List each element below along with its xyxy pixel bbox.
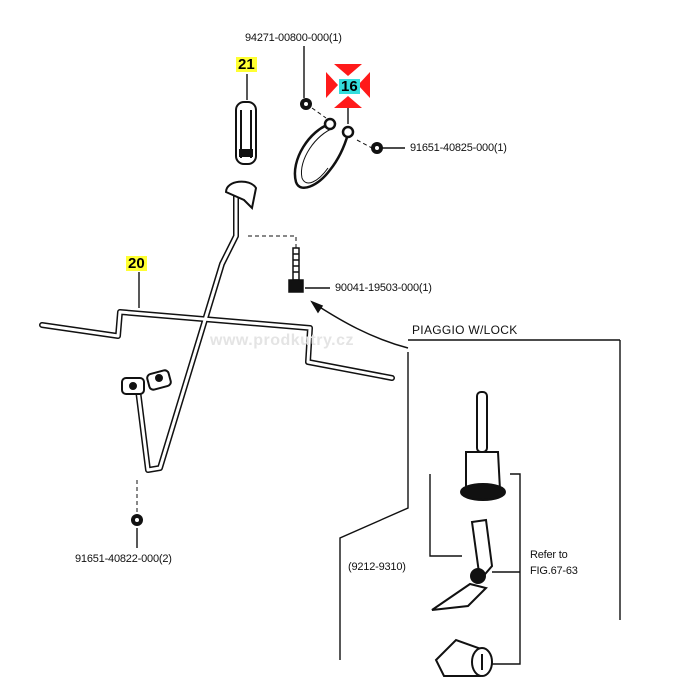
callout-16[interactable]: 16 (339, 78, 360, 95)
callout-21[interactable]: 21 (236, 56, 257, 73)
part-16-wire (293, 117, 355, 189)
refer-label-line1: Refer to (530, 549, 568, 561)
lock-keys (431, 518, 494, 611)
lock-range-label: (9212-9310) (348, 561, 406, 573)
part-number-nut-top: 94271-00800-000(1) (245, 32, 342, 44)
part-number-nut-bottom: 91651-40822-000(2) (75, 553, 172, 565)
lock-cylinder (434, 638, 493, 677)
refer-label-line2: FIG.67-63 (530, 565, 578, 577)
bracket (121, 369, 172, 395)
part-21-grip (235, 101, 257, 165)
part-number-bolt: 90041-19503-000(1) (335, 282, 432, 294)
watermark: www.prodkutry.cz (210, 332, 355, 349)
lock-group-frame (339, 339, 621, 665)
lock-barrel (460, 391, 506, 501)
bolt (288, 247, 304, 293)
section-heading: PIAGGIO W/LOCK (412, 323, 518, 337)
callout-16-selection-markers (326, 64, 370, 108)
part-number-nut-right: 91651-40825-000(1) (410, 142, 507, 154)
callout-20[interactable]: 20 (126, 255, 147, 272)
